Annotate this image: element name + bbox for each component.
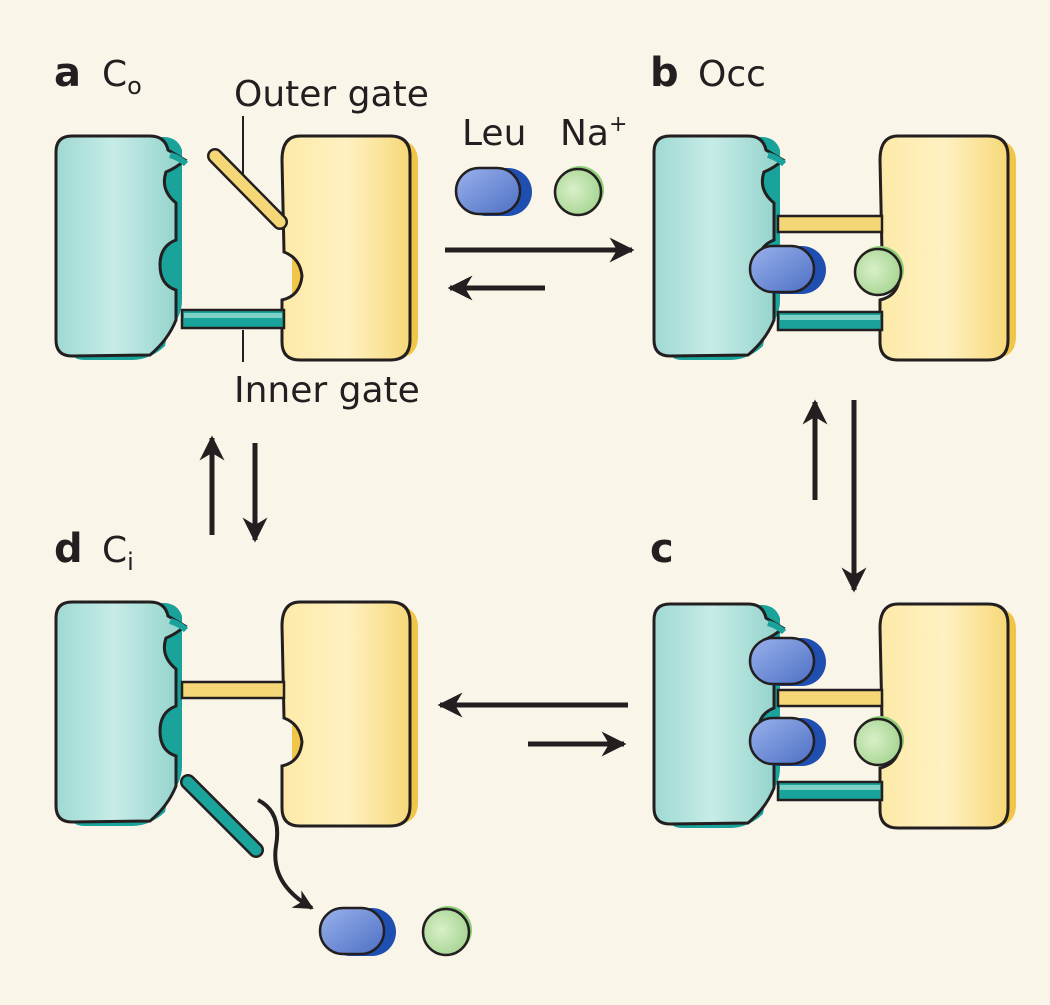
- leu-molecule: [454, 166, 534, 218]
- panel-b-letter: b: [650, 50, 679, 96]
- na-label: Na+: [560, 112, 627, 154]
- outer-gate-closed: [776, 688, 884, 708]
- arrows-b-c: [802, 399, 867, 593]
- panel-c-letter: c: [650, 526, 674, 572]
- arrows-a-d: [199, 435, 268, 543]
- leu-released: [318, 906, 398, 958]
- arrows-a-b: [445, 237, 635, 301]
- outer-gate-label: Outer gate: [234, 74, 429, 115]
- inner-gate-label: Inner gate: [234, 370, 420, 411]
- na-ion: [553, 164, 606, 217]
- inner-gate-closed: [776, 780, 884, 802]
- panel-d: d Ci: [54, 526, 474, 958]
- teal-domain: [654, 604, 784, 828]
- inner-gate-closed: [776, 310, 884, 332]
- leu-label: Leu: [462, 113, 526, 154]
- panel-d-letter: d: [54, 526, 83, 572]
- panel-a-state: Co: [102, 54, 142, 100]
- na-released: [421, 904, 474, 957]
- leu-bound-inner: [748, 716, 828, 768]
- leu-bound-outer: [748, 636, 828, 688]
- release-arrow: [257, 798, 314, 910]
- yellow-domain: [280, 134, 420, 362]
- panel-b: b Occ: [650, 50, 1018, 362]
- inner-gate-closed: [180, 308, 286, 330]
- outer-gate-closed: [776, 214, 884, 234]
- panel-b-state: Occ: [698, 54, 766, 95]
- panel-a: a Co Outer gate Inner gate: [54, 50, 429, 411]
- teal-domain: [56, 136, 186, 360]
- yellow-domain: [878, 602, 1018, 830]
- outer-gate-closed: [180, 680, 286, 700]
- free-substrates-top: Leu Na+: [454, 112, 627, 218]
- panel-c: c: [650, 526, 1018, 830]
- yellow-domain: [280, 600, 420, 828]
- outer-gate-open: [207, 148, 288, 230]
- teal-domain: [56, 602, 186, 826]
- yellow-domain: [878, 134, 1018, 362]
- panel-d-state: Ci: [102, 530, 134, 576]
- leu-bound: [748, 244, 828, 296]
- panel-a-letter: a: [54, 50, 81, 96]
- arrows-c-d: [437, 692, 628, 757]
- inner-gate-open: [180, 774, 264, 858]
